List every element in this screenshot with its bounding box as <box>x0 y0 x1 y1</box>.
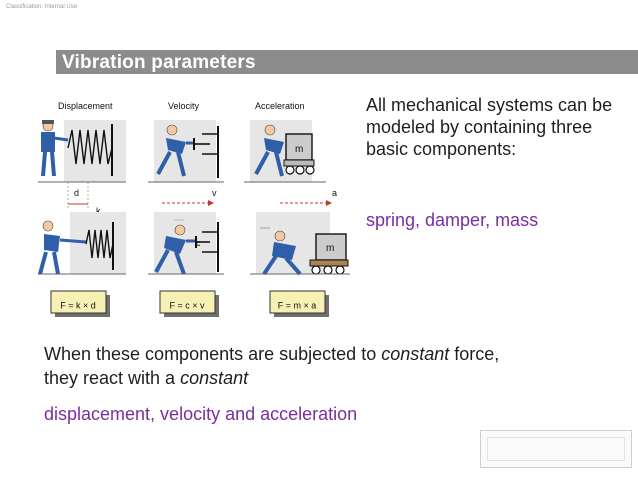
symbol-a: a <box>332 188 337 198</box>
damper-bottom-illustration: ~~~ <box>148 212 224 275</box>
formula-mass-box <box>269 290 329 317</box>
symbol-c: c <box>196 238 201 248</box>
emphasis-constant: constant <box>381 344 450 364</box>
symbol-k: k <box>96 206 101 216</box>
svg-text:≈≈≈: ≈≈≈ <box>260 226 271 232</box>
formula-damper: F = c × v <box>169 300 205 310</box>
emphasis-constant: constant <box>180 368 249 388</box>
symbol-d: d <box>74 188 79 198</box>
statement-part: they react with a <box>44 368 181 388</box>
mass-top-illustration <box>244 120 326 183</box>
components-intro: All mechanical systems can be modeled by… <box>366 95 613 159</box>
formula-damper-box <box>159 290 219 317</box>
mass-bottom-label: m <box>326 243 334 254</box>
spring-top-illustration <box>38 120 126 183</box>
bottom-statement: When these components are subjected to c… <box>44 342 624 390</box>
statement-part: force, <box>449 344 500 364</box>
svg-text:~~~: ~~~ <box>174 218 185 224</box>
vibration-figure: Displacement Velocity Acceleration <box>38 101 350 317</box>
formula-mass: F = m × a <box>278 300 317 310</box>
classification-label: Classification: Internal Use <box>6 4 78 10</box>
title-bar <box>56 50 638 74</box>
heading-displacement: Displacement <box>58 101 113 111</box>
slide-title: Vibration parameters <box>62 52 256 73</box>
formula-spring-box <box>50 290 110 317</box>
formula-spring: F = k × d <box>60 300 96 310</box>
mass-bottom-illustration: ≈≈≈ <box>250 212 350 276</box>
components-list: spring, damper, mass <box>366 210 539 230</box>
heading-velocity: Velocity <box>168 101 200 111</box>
heading-acceleration: Acceleration <box>255 101 305 111</box>
footer-placeholder-box <box>480 430 632 468</box>
spring-bottom-illustration <box>38 212 126 275</box>
statement-part: When these components are subjected to <box>44 344 382 364</box>
symbol-v: v <box>212 188 217 198</box>
mass-top-label: m <box>295 144 303 155</box>
damper-top-illustration <box>148 120 224 183</box>
result-text: displacement, velocity and acceleration <box>44 404 358 424</box>
